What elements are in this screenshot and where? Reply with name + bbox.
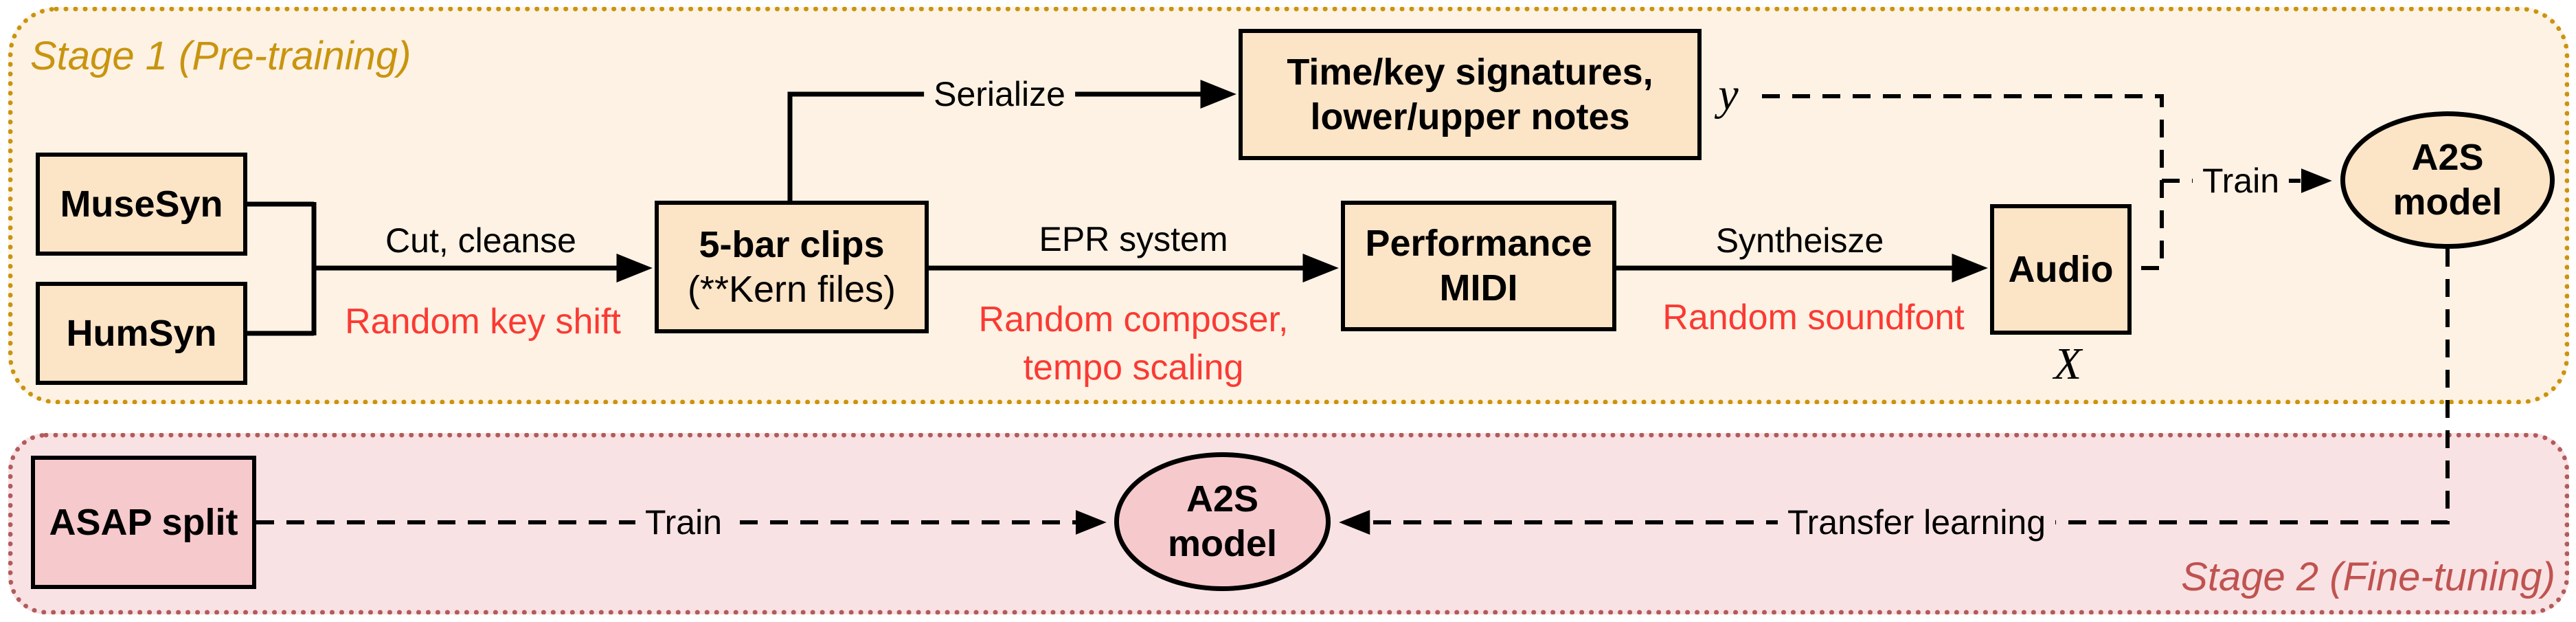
a2s-finetune-label-line1: A2S [1186,478,1259,520]
five-bar-clips-label-line1: 5-bar clips [699,223,885,265]
target-y-math-label: y [1718,69,1739,120]
a2s-pretrain-label-line1: A2S [2411,137,2484,179]
time-key-label-line2: lower/upper notes [1310,96,1630,137]
time-key-signatures-node: Time/key signatures, lower/upper notes [1239,29,1702,160]
merge-junction-line [247,201,317,336]
random-key-shift-augmentation-label: Random key shift [345,302,621,342]
audio-node: Audio [1990,204,2132,335]
a2s-finetune-label-line2: model [1167,523,1278,564]
train-pretrain-edge-label: Train [2192,161,2290,201]
asap-split-label: ASAP split [49,501,238,543]
musesyn-dataset-node: MuseSyn [36,153,247,256]
a2s-model-finetune-node: A2S model [1114,452,1331,591]
performance-midi-node: Performance MIDI [1341,201,1616,331]
performance-midi-label-line1: Performance [1365,223,1592,265]
time-key-label-line1: Time/key signatures, [1287,51,1653,93]
five-bar-clips-label-line2: (**Kern files) [687,268,896,310]
train-finetune-edge-label: Train [635,502,732,542]
audio-label: Audio [2008,248,2114,290]
musesyn-label: MuseSyn [60,183,223,225]
random-composer-augmentation-label: Random composer, [978,300,1289,340]
transfer-learning-dashed-arrow [1339,249,2450,535]
a2s-pretrain-label-line2: model [2393,181,2502,223]
stage1-title: Stage 1 (Pre-training) [30,34,411,78]
input-x-math-label: X [2053,339,2082,389]
random-soundfont-augmentation-label: Random soundfont [1662,298,1965,337]
stage2-title: Stage 2 (Fine-tuning) [2181,555,2555,599]
serialize-edge-label: Serialize [924,74,1075,114]
asap-split-node: ASAP split [31,456,256,589]
epr-system-edge-label: EPR system [1039,220,1228,258]
transfer-learning-edge-label: Transfer learning [1777,502,2056,542]
tempo-scaling-augmentation-label: tempo scaling [1023,348,1244,388]
cut-cleanse-edge-label: Cut, cleanse [385,221,576,260]
synthesize-edge-label: Syntheisze [1715,221,1884,260]
a2s-model-pretrain-node: A2S model [2340,111,2555,249]
five-bar-clips-node: 5-bar clips (**Kern files) [655,201,929,333]
humsyn-label: HumSyn [66,312,217,354]
performance-midi-label-line2: MIDI [1439,267,1518,309]
humsyn-dataset-node: HumSyn [36,282,247,385]
